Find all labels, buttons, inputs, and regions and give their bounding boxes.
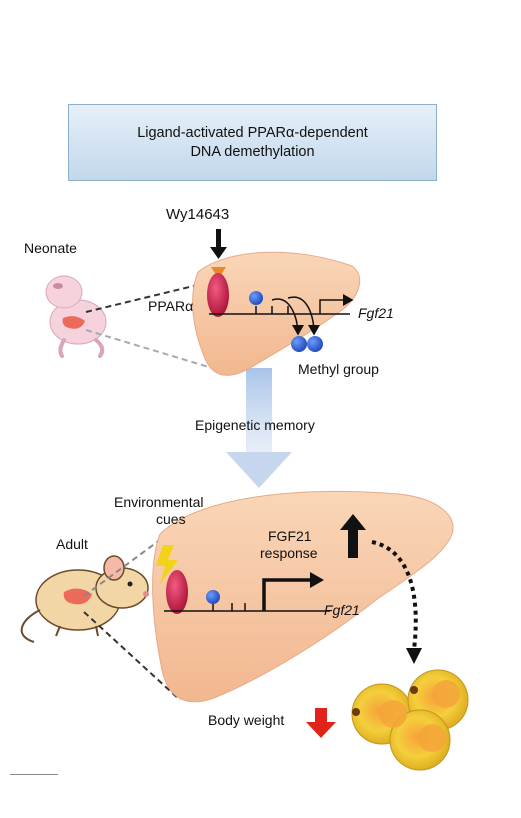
fgf21-to-adipocyte-arrow <box>371 540 418 651</box>
title-box: Ligand-activated PPARα-dependent DNA dem… <box>68 104 437 181</box>
environmental-cue-bolt <box>156 545 178 584</box>
environmental-cues-label-2: cues <box>156 511 186 527</box>
environmental-cues-label-1: Environmental <box>114 494 204 510</box>
response-label-1: FGF21 <box>268 528 312 544</box>
gene-label-bottom: Fgf21 <box>324 602 360 618</box>
epigenetic-memory-arrow <box>226 368 292 488</box>
promoter-arrow-top <box>319 294 354 314</box>
response-up-arrow <box>340 514 366 558</box>
demethylation-arrow-1 <box>271 298 304 336</box>
gene-label-top: Fgf21 <box>358 305 394 321</box>
released-methyl-1 <box>291 336 307 352</box>
title-line-2: DNA demethylation <box>190 143 315 160</box>
body-weight-label: Body weight <box>208 712 285 728</box>
methyl-group-label: Methyl group <box>298 361 379 377</box>
body-weight-down-arrow <box>306 708 336 738</box>
ppar-receptor-top <box>207 273 229 317</box>
ppar-receptor-bottom <box>166 570 188 614</box>
methyl-cpg-bottom <box>206 590 220 604</box>
footer-rule <box>10 774 58 775</box>
demethylation-arrow-2 <box>287 296 320 336</box>
adult-mouse-illustration <box>20 555 149 643</box>
adipocyte-cluster <box>351 669 469 771</box>
epigenetic-memory-label: Epigenetic memory <box>195 417 315 433</box>
ppar-label: PPARα <box>148 298 194 314</box>
ligand-label: Wy14643 <box>166 206 230 223</box>
released-methyl-2 <box>307 336 323 352</box>
response-label-2: response <box>260 545 318 561</box>
neonate-illustration <box>45 275 107 358</box>
promoter-arrow-bottom <box>262 572 324 611</box>
neonate-label: Neonate <box>24 240 77 256</box>
methyl-cpg-top <box>249 291 263 305</box>
adult-liver <box>152 490 454 703</box>
title-line-1: Ligand-activated PPARα-dependent <box>137 124 368 141</box>
adult-label: Adult <box>56 536 88 552</box>
ligand-arrow <box>210 229 227 259</box>
ligand-triangle <box>211 267 226 279</box>
